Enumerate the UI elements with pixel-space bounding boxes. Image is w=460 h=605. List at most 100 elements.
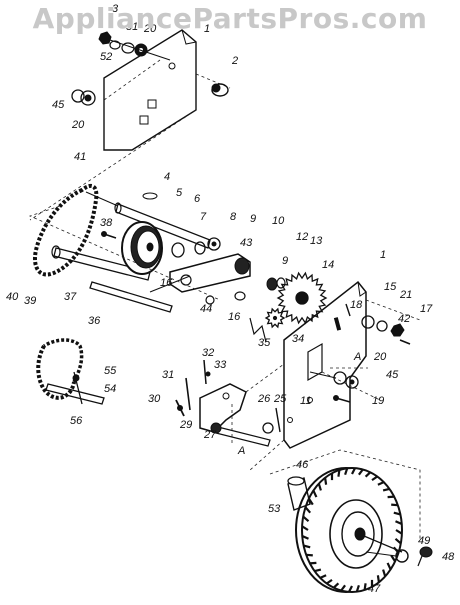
shift-lever: [199, 363, 285, 447]
tread-mark: [363, 583, 367, 591]
tread-mark: [337, 469, 341, 477]
callout-c13: 13: [310, 235, 323, 247]
callout-c42: 42: [398, 313, 410, 325]
callout-cA2: A: [237, 445, 245, 457]
callout-c47: 47: [368, 583, 381, 595]
callout-c10: 10: [272, 215, 285, 227]
tread-mark: [340, 584, 346, 592]
tread-mark: [312, 490, 318, 498]
tread-mark: [371, 475, 378, 482]
callout-c40: 40: [6, 291, 19, 303]
callout-c12: 12: [296, 231, 308, 243]
tread-mark: [314, 568, 322, 573]
axle-shaft-37: [51, 245, 151, 281]
tread-mark: [391, 503, 398, 507]
tread-mark: [301, 534, 309, 540]
callout-c11: 11: [300, 395, 311, 407]
top-hardware-stack: [98, 31, 171, 61]
callout-c46: 46: [296, 459, 309, 471]
wheel-assembly: [295, 467, 403, 593]
callout-c7: 7: [200, 211, 207, 223]
callout-c9a: 9: [250, 213, 256, 225]
callout-c54: 54: [104, 383, 116, 395]
tread-mark: [319, 574, 327, 579]
tread-mark: [306, 553, 313, 557]
callout-c20b: 20: [71, 119, 85, 131]
idler-arm: [149, 253, 251, 305]
lower-side-plate: [249, 280, 421, 471]
callout-c37: 37: [64, 291, 77, 303]
tread-mark: [348, 585, 353, 593]
tread-mark: [303, 544, 311, 549]
callout-c9b: 9: [282, 255, 288, 267]
callout-c27: 27: [203, 429, 217, 441]
pins-and-bolts-30-33: [175, 359, 211, 417]
hardware-25-26: [262, 407, 281, 434]
tread-mark: [324, 477, 328, 485]
reference-lines: [28, 205, 368, 444]
chain-detail-inset: [36, 338, 105, 405]
callout-c49: 49: [418, 535, 430, 547]
tread-mark: [394, 537, 402, 545]
spacers-7-8-9: [171, 237, 221, 258]
callout-c32: 32: [202, 347, 214, 359]
callout-c20c: 20: [373, 351, 387, 363]
callout-c31: 31: [162, 369, 174, 381]
callout-c44: 44: [200, 303, 212, 315]
tread-mark: [309, 561, 317, 565]
drive-pulley: [121, 221, 163, 275]
sprocket-34: [264, 307, 286, 329]
callout-c26: 26: [257, 393, 271, 405]
tread-mark: [377, 481, 385, 486]
tread-mark: [387, 495, 395, 499]
callout-c56: 56: [70, 415, 83, 427]
washer-set-left: [71, 89, 96, 106]
callout-c35: 35: [258, 337, 271, 349]
callout-c51: 51: [126, 21, 138, 33]
tread-mark: [393, 511, 401, 516]
callout-c5: 5: [176, 187, 183, 199]
tread-mark: [351, 467, 356, 475]
spacer-53: [287, 476, 311, 511]
tread-mark: [355, 584, 360, 593]
callout-c52: 52: [100, 51, 112, 63]
callout-c36: 36: [88, 315, 101, 327]
tread-mark: [301, 525, 309, 531]
callout-c34: 34: [292, 333, 304, 345]
callout-c19: 19: [372, 395, 384, 407]
tread-mark: [395, 520, 403, 526]
callout-c29: 29: [179, 419, 192, 431]
callout-c21: 21: [399, 289, 412, 301]
tread-mark: [326, 578, 333, 585]
callout-c15: 15: [384, 281, 397, 293]
tread-mark: [376, 575, 380, 583]
callout-c17: 17: [420, 303, 433, 315]
tread-mark: [382, 487, 390, 492]
callout-c2: 2: [231, 55, 238, 67]
callout-c1a: 1: [204, 23, 210, 35]
collar-12-13: [266, 277, 286, 291]
tread-mark: [382, 569, 387, 577]
sprocket14-hub: [295, 291, 309, 305]
rod-36: [89, 281, 173, 313]
callout-c55: 55: [104, 365, 117, 377]
key-18: [345, 303, 351, 317]
callout-c38: 38: [100, 217, 113, 229]
wheel-dashed-box: [269, 449, 421, 540]
tread-mark: [344, 467, 349, 476]
callout-c6: 6: [194, 193, 201, 205]
hub-cap-48-49: [365, 546, 433, 567]
tread-mark: [364, 471, 372, 478]
callout-c1b: 1: [380, 249, 386, 261]
tread-mark: [317, 483, 322, 491]
hardware-right: [333, 315, 411, 345]
callout-c39: 39: [24, 295, 36, 307]
callout-c48: 48: [442, 551, 455, 563]
bolt-19: [333, 395, 351, 403]
bolt-38: [101, 231, 117, 239]
bushing-part-2: [211, 83, 229, 97]
tread-mark: [304, 506, 312, 514]
callout-c3: 3: [112, 3, 119, 15]
hardware-right-lower: [309, 371, 359, 389]
